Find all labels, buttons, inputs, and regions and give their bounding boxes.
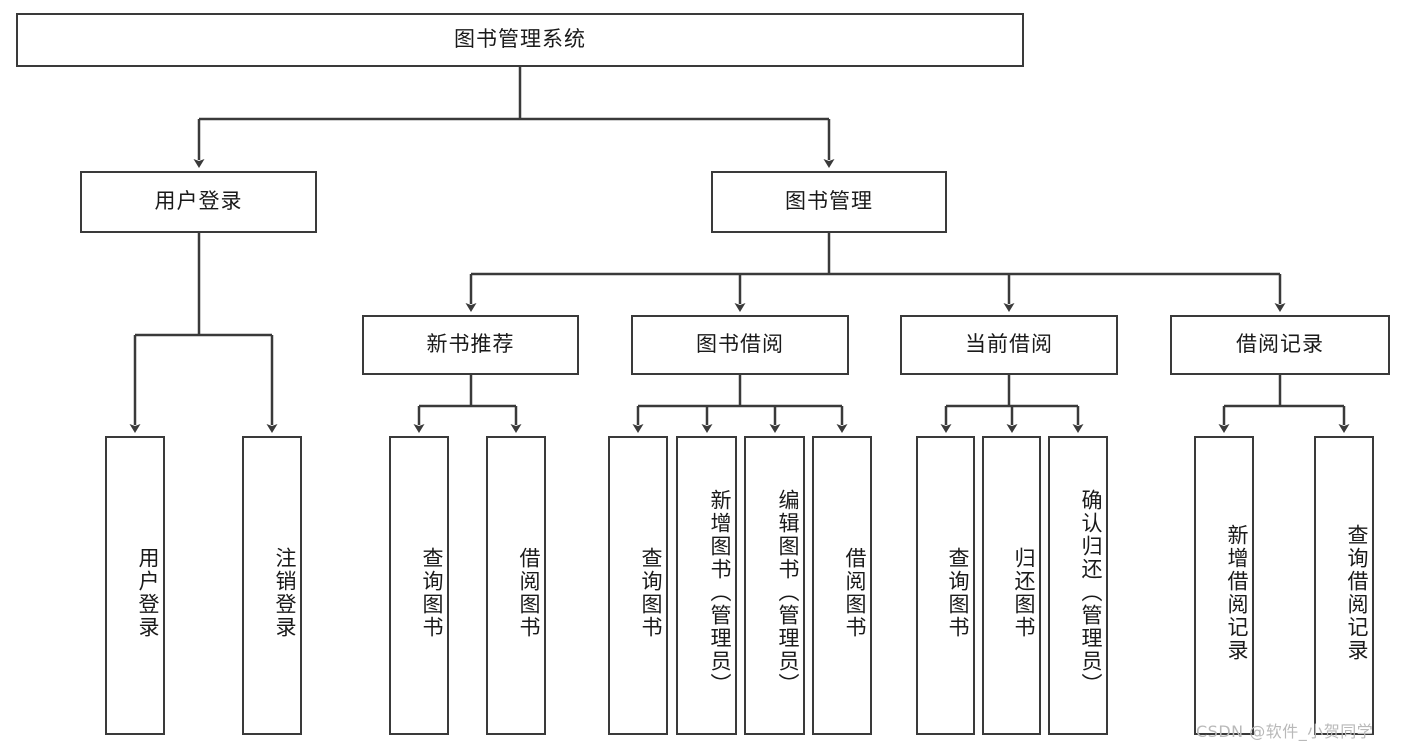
node-bookmgmt[interactable]: 图书管理: [711, 171, 947, 233]
node-login[interactable]: 用户登录: [80, 171, 317, 233]
node-label: 当前借阅: [965, 332, 1053, 357]
node-leaf-borrow-2[interactable]: 新增图书（管理员）: [676, 436, 737, 735]
node-label: 借阅记录: [1236, 332, 1324, 357]
node-label: 确认归还（管理员）: [1079, 489, 1103, 696]
node-label: 新增图书（管理员）: [708, 489, 732, 696]
node-leaf-cur-1[interactable]: 查询图书: [916, 436, 975, 735]
node-label: 借阅图书: [517, 546, 541, 639]
node-label: 查询借阅记录: [1345, 523, 1369, 662]
node-label: 查询图书: [420, 546, 444, 639]
node-label: 注销登录: [273, 546, 297, 639]
node-label: 用户登录: [154, 189, 243, 214]
node-label: 图书借阅: [696, 332, 784, 357]
node-root[interactable]: 图书管理系统: [16, 13, 1024, 67]
node-label: 新书推荐: [426, 332, 515, 357]
node-leaf-borrow-4[interactable]: 借阅图书: [812, 436, 872, 735]
csdn-watermark: CSDN @软件_小贺同学: [1196, 722, 1374, 741]
node-label: 查询图书: [639, 546, 663, 639]
node-label: 用户登录: [136, 546, 160, 639]
node-current[interactable]: 当前借阅: [900, 315, 1118, 375]
node-leaf-borrow-1[interactable]: 查询图书: [608, 436, 668, 735]
node-newbook[interactable]: 新书推荐: [362, 315, 579, 375]
node-leaf-new-2[interactable]: 借阅图书: [486, 436, 546, 735]
node-leaf-borrow-3[interactable]: 编辑图书（管理员）: [744, 436, 805, 735]
node-leaf-rec-2[interactable]: 查询借阅记录: [1314, 436, 1374, 735]
node-label: 编辑图书（管理员）: [776, 489, 800, 696]
node-borrow[interactable]: 图书借阅: [631, 315, 849, 375]
node-leaf-cur-2[interactable]: 归还图书: [982, 436, 1041, 735]
node-records[interactable]: 借阅记录: [1170, 315, 1390, 375]
node-label: 新增借阅记录: [1225, 523, 1249, 662]
node-label: 图书管理系统: [454, 27, 586, 52]
node-leaf-rec-1[interactable]: 新增借阅记录: [1194, 436, 1254, 735]
node-label: 归还图书: [1012, 546, 1036, 639]
node-label: 借阅图书: [843, 546, 867, 639]
node-leaf-cur-3[interactable]: 确认归还（管理员）: [1048, 436, 1108, 735]
node-leaf-login-1[interactable]: 用户登录: [105, 436, 165, 735]
node-leaf-login-2[interactable]: 注销登录: [242, 436, 302, 735]
node-label: 图书管理: [785, 189, 873, 214]
node-label: 查询图书: [946, 546, 970, 639]
node-leaf-new-1[interactable]: 查询图书: [389, 436, 449, 735]
